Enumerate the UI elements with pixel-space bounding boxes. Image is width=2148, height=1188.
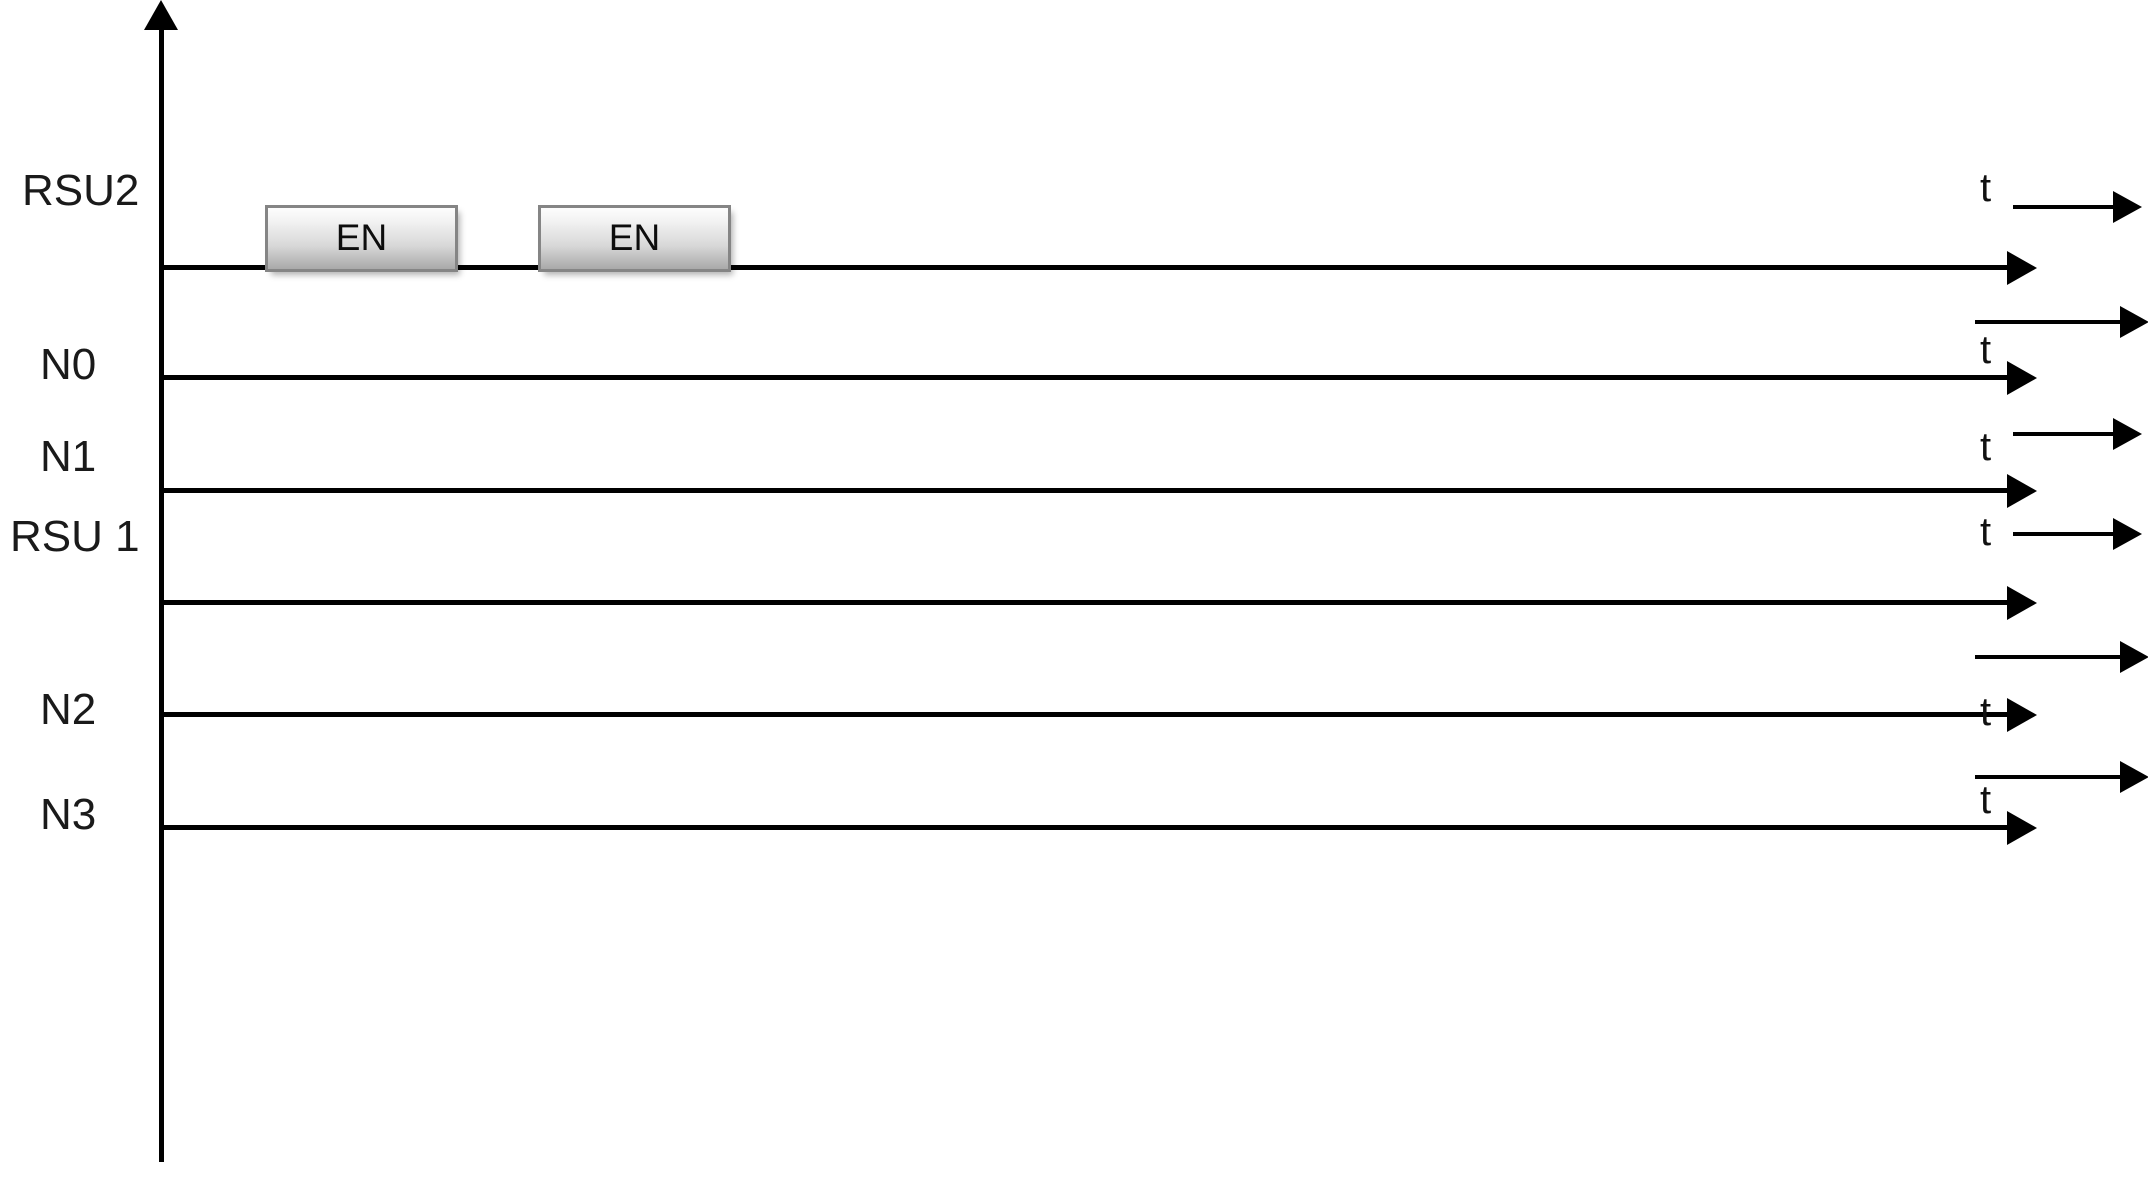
message-label: EN bbox=[335, 217, 388, 259]
timeline-arrowhead-icon-n1 bbox=[2007, 474, 2037, 508]
lane-label-rsu2: RSU2 bbox=[22, 166, 140, 215]
time-axis-label-n2: t bbox=[1980, 690, 1992, 734]
time-axis-arrowhead-icon-rsu1 bbox=[2113, 518, 2142, 550]
lane-label-n3: N3 bbox=[40, 790, 97, 839]
timeline-line-n0 bbox=[162, 375, 2007, 380]
lane-label-rsu1: RSU 1 bbox=[10, 512, 140, 561]
timeline-arrowhead-icon-rsu2 bbox=[2007, 251, 2037, 285]
timeline-line-n3 bbox=[162, 825, 2007, 830]
timeline-arrowhead-icon-n3 bbox=[2007, 811, 2037, 845]
timeline-line-rsu1 bbox=[162, 600, 2007, 605]
time-axis-arrowhead-icon-n1 bbox=[2113, 418, 2142, 450]
time-axis-arrowhead-icon-rsu2 bbox=[2113, 191, 2142, 223]
time-axis-label-n0: t bbox=[1980, 328, 1992, 372]
time-axis-arrowhead-icon-n2 bbox=[2120, 641, 2148, 673]
time-axis-arrowhead-icon-n0 bbox=[2120, 306, 2148, 338]
time-axis-arrow-n3 bbox=[1975, 775, 2120, 779]
message-box-en-rsu2-1[interactable]: EN bbox=[538, 205, 731, 272]
timeline-line-n2 bbox=[162, 712, 2007, 717]
timeline-line-rsu2 bbox=[162, 265, 2007, 270]
time-axis-arrow-rsu1 bbox=[2013, 532, 2113, 536]
lane-label-n2: N2 bbox=[40, 685, 97, 734]
time-axis-label-rsu1: t bbox=[1980, 510, 1992, 554]
time-axis-arrow-n1 bbox=[2013, 432, 2113, 436]
time-axis-label-rsu2: t bbox=[1980, 166, 1992, 210]
timeline-line-n1 bbox=[162, 488, 2007, 493]
vertical-axis-line bbox=[159, 12, 164, 1162]
time-axis-arrow-n2 bbox=[1975, 655, 2120, 659]
timeline-arrowhead-icon-n0 bbox=[2007, 361, 2037, 395]
time-axis-arrow-n0 bbox=[1975, 320, 2120, 324]
time-axis-arrowhead-icon-n3 bbox=[2120, 761, 2148, 793]
lane-label-n1: N1 bbox=[40, 432, 97, 481]
time-axis-label-n3: t bbox=[1980, 778, 1992, 822]
message-label: EN bbox=[608, 217, 661, 259]
message-box-en-rsu2-0[interactable]: EN bbox=[265, 205, 458, 272]
timeline-arrowhead-icon-n2 bbox=[2007, 698, 2037, 732]
timeline-arrowhead-icon-rsu1 bbox=[2007, 586, 2037, 620]
time-axis-arrow-rsu2 bbox=[2013, 205, 2113, 209]
time-axis-label-n1: t bbox=[1980, 425, 1992, 469]
lane-label-n0: N0 bbox=[40, 340, 97, 389]
